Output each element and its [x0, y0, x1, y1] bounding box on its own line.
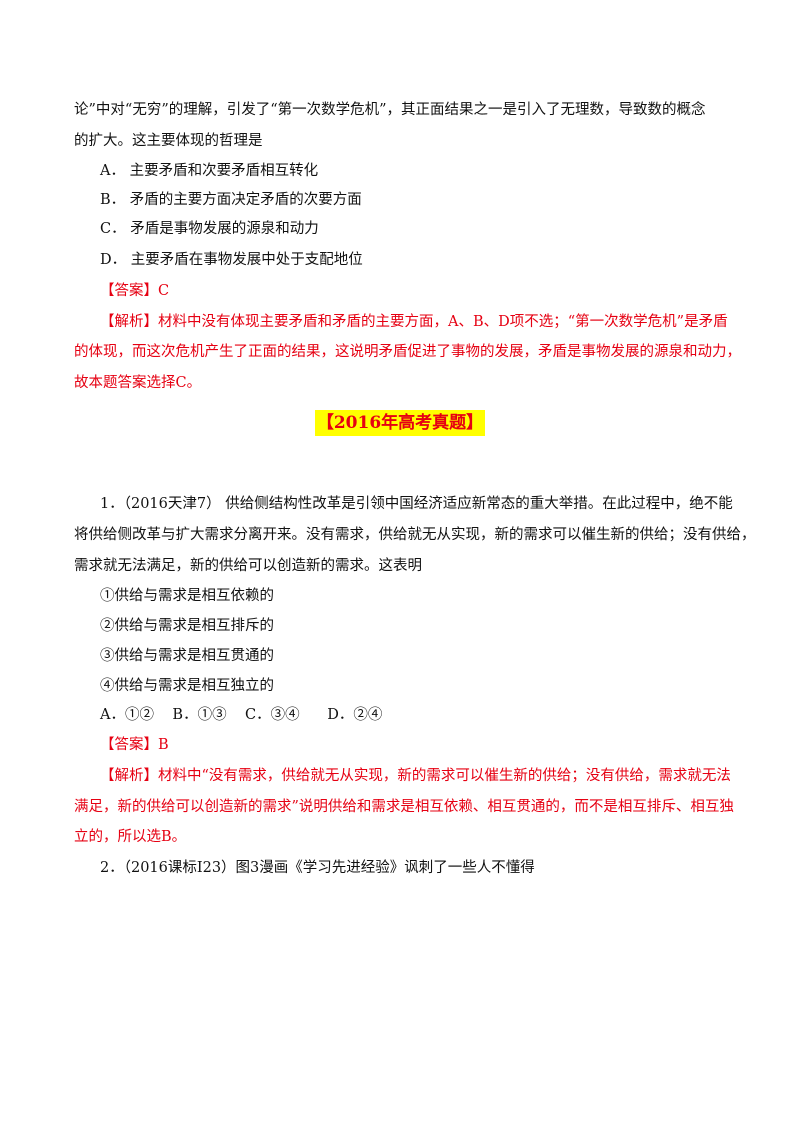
section-banner-wrap: 【2016年高考真题】 [0, 410, 800, 436]
q1-stem-line-3: 需求就无法满足，新的供给可以创造新的需求。这表明 [74, 558, 422, 574]
q0-option-b: B． 矛盾的主要方面决定矛盾的次要方面 [100, 192, 362, 208]
q0-answer: 【答案】C [100, 283, 170, 299]
q1-analysis-line-3: 立的，所以选B。 [74, 829, 187, 845]
q0-option-c: C． 矛盾是事物发展的源泉和动力 [100, 221, 319, 237]
q1-analysis-line-2: 满足，新的供给可以创造新的需求”说明供给和需求是相互依赖、相互贯通的，而不是相互… [74, 799, 734, 815]
q1-choices: A．①② B．①③ C．③④ D．②④ [100, 707, 383, 723]
q0-stem-line-1: 论”中对“无穷”的理解，引发了“第一次数学危机”，其正面结果之一是引入了无理数，… [74, 102, 706, 118]
q0-analysis-line-1: 【解析】材料中没有体现主要矛盾和矛盾的主要方面，A、B、D项不选；“第一次数学危… [100, 314, 728, 330]
q1-item-1: ①供给与需求是相互依赖的 [100, 588, 274, 604]
q0-analysis-line-3: 故本题答案选择C。 [74, 375, 202, 391]
q1-stem-line-1: 1．（2016天津7） 供给侧结构性改革是引领中国经济适应新常态的重大举措。在此… [100, 496, 733, 512]
q1-stem-line-2: 将供给侧改革与扩大需求分离开来。没有需求，供给就无从实现，新的需求可以催生新的供… [74, 527, 756, 543]
q0-stem-line-2: 的扩大。这主要体现的哲理是 [74, 133, 263, 149]
q2-stem: 2．（2016课标Ⅰ23）图3漫画《学习先进经验》讽刺了一些人不懂得 [100, 860, 535, 876]
q1-answer: 【答案】B [100, 737, 169, 753]
q1-item-3: ③供给与需求是相互贯通的 [100, 648, 274, 664]
q1-item-2: ②供给与需求是相互排斥的 [100, 618, 274, 634]
q0-analysis-line-2: 的体现，而这次危机产生了正面的结果，这说明矛盾促进了事物的发展，矛盾是事物发展的… [74, 344, 741, 360]
q1-analysis-line-1: 【解析】材料中“没有需求，供给就无从实现，新的需求可以催生新的供给；没有供给，需… [100, 768, 731, 784]
q0-option-a: A． 主要矛盾和次要矛盾相互转化 [100, 163, 319, 179]
section-banner: 【2016年高考真题】 [314, 410, 486, 436]
q0-option-d: D． 主要矛盾在事物发展中处于支配地位 [100, 252, 363, 268]
q1-item-4: ④供给与需求是相互独立的 [100, 678, 274, 694]
